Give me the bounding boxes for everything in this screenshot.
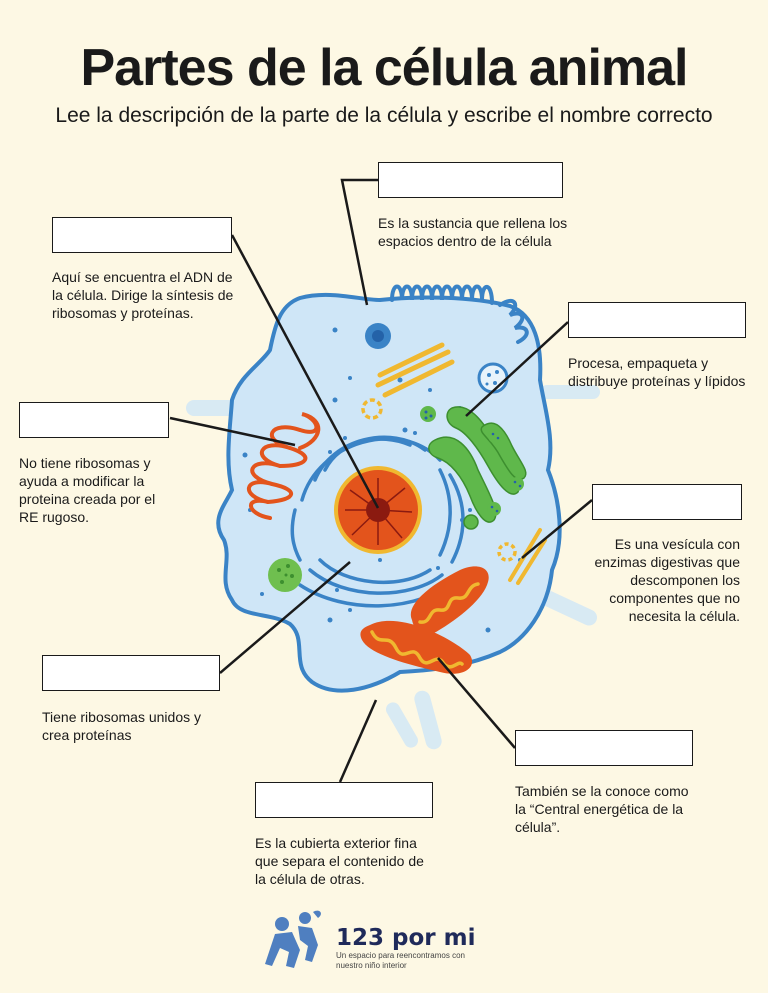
- desc-mitocondria: También se la conoce como la “Central en…: [515, 783, 689, 835]
- answer-box-mitocondria[interactable]: [515, 730, 693, 766]
- page-title: Partes de la célula animal: [80, 39, 689, 97]
- logo-tagline: Un espacio para reencontramos con nuestr…: [336, 951, 465, 970]
- answer-box-re-rugoso[interactable]: [42, 655, 220, 691]
- dashed-vesicle-2: [497, 542, 517, 562]
- cytoskeleton-ribbon: [375, 342, 455, 398]
- desc-citoplasma: Es la sustancia que rellena los espacios…: [378, 215, 568, 249]
- chromatin: [345, 478, 413, 545]
- desc-re-rugoso: Tiene ribosomas unidos y crea proteínas: [42, 709, 202, 743]
- desc-golgi: Procesa, empaqueta y distribuye proteína…: [568, 355, 746, 389]
- desc-membrana: Es la cubierta exterior fina que separa …: [255, 835, 424, 887]
- logo-figures-icon: [265, 910, 321, 968]
- answer-box-re-liso[interactable]: [19, 402, 169, 438]
- dashed-vesicle: [361, 398, 383, 420]
- desc-nucleo: Aquí se encuentra el ADN de la célula. D…: [52, 269, 234, 321]
- vesicle: [477, 362, 509, 394]
- nucleolus: [366, 498, 390, 522]
- microvilli: [390, 284, 529, 344]
- answer-box-citoplasma[interactable]: [378, 162, 563, 198]
- answer-box-nucleo[interactable]: [52, 217, 232, 253]
- smooth-er: [246, 425, 302, 520]
- mitochondrion-2: [410, 566, 489, 635]
- answer-box-golgi[interactable]: [568, 302, 746, 338]
- mitochondrion-1: [360, 620, 473, 674]
- rough-er: [290, 435, 465, 608]
- answer-box-lisosoma[interactable]: [592, 484, 742, 520]
- desc-lisosoma: Es una vesícula con enzimas digestivas q…: [594, 536, 740, 624]
- leader-lines: [169, 178, 593, 783]
- smooth-er-2: [266, 412, 321, 504]
- page-subtitle: Lee la descripción de la parte de la cél…: [55, 104, 713, 127]
- logo-name: 123 por mi: [336, 925, 476, 951]
- golgi-dots: [420, 406, 524, 516]
- centrosome-inner: [372, 330, 384, 342]
- answer-box-membrana[interactable]: [255, 782, 433, 818]
- desc-re-liso: No tiene ribosomas y ayuda a modificar l…: [19, 455, 156, 525]
